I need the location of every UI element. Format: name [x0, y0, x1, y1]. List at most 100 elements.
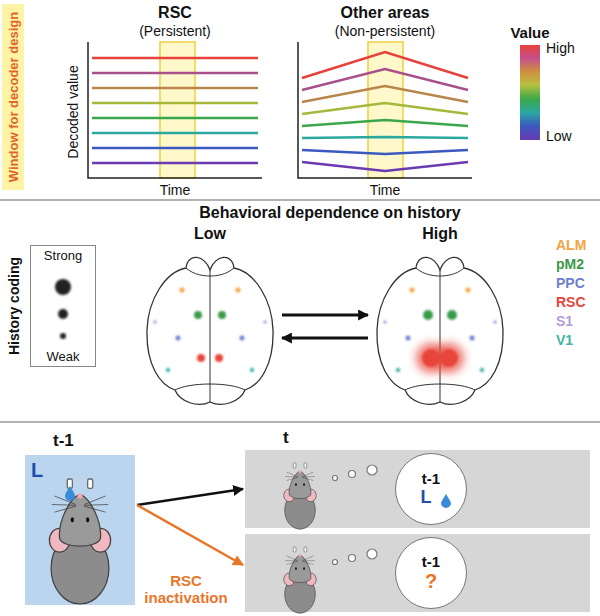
node-subtext: L	[421, 487, 432, 508]
area-dot	[440, 349, 458, 367]
thought-bubble: t-1?	[395, 537, 467, 609]
axis-label: Time	[160, 182, 191, 198]
thought-trail	[349, 555, 356, 562]
strength-dot	[60, 333, 66, 339]
water-droplet	[65, 486, 75, 501]
area-dot	[480, 368, 484, 372]
decoder-window	[368, 42, 403, 178]
node-subtext: ?	[425, 570, 437, 593]
legend-text: PPC	[556, 275, 585, 291]
colorbar-title: Value	[510, 24, 549, 41]
area-dot	[410, 288, 415, 293]
panel-separator	[0, 421, 600, 423]
decoded-trace	[92, 132, 258, 135]
area-dot	[493, 320, 497, 324]
area-dot	[236, 288, 241, 293]
legend-item: PPC	[556, 274, 586, 293]
decoded-trace	[92, 87, 258, 90]
strength-legend-box: StrongWeak	[30, 245, 96, 367]
area-dot	[396, 368, 400, 372]
panel-separator	[0, 200, 600, 422]
decoded-trace	[302, 162, 468, 171]
legend-text: RSC	[556, 294, 586, 310]
node-text: Window for decoder design	[6, 12, 21, 182]
axis-label: Time	[370, 182, 401, 198]
area-dot	[166, 368, 170, 372]
plot-axis	[298, 42, 472, 178]
thought-trail	[333, 560, 338, 565]
panel-separator	[0, 199, 600, 201]
node-subtext: Weak	[47, 349, 80, 364]
connector-arrow	[282, 314, 368, 317]
legend-color: pM2	[556, 256, 584, 272]
connector-arrow	[137, 505, 243, 565]
strength-dot	[55, 279, 71, 295]
area-dot	[176, 336, 181, 341]
plot-axis	[88, 42, 472, 178]
thought-trail	[333, 476, 338, 481]
decoded-trace	[302, 86, 468, 102]
area-dot	[194, 311, 202, 319]
legend-item: S1	[556, 312, 586, 331]
legend-text: pM2	[556, 256, 584, 272]
decoded-trace	[92, 102, 258, 105]
window-box: Window for decoder design	[2, 4, 24, 190]
strength-dot	[55, 279, 71, 339]
decoded-trace	[92, 162, 258, 165]
panel-title: RSC	[158, 4, 192, 22]
legend-color: PPC	[556, 275, 585, 291]
area-dot	[153, 288, 497, 374]
legend-item: RSC	[556, 293, 586, 312]
thought-trail	[349, 471, 356, 478]
node-text: t-1	[422, 470, 440, 487]
legend-color: V1	[556, 332, 573, 348]
connector-arrow	[282, 337, 368, 340]
panel-title: Other areas	[341, 4, 430, 22]
area-dot	[447, 310, 457, 320]
colorbar-tick: Low	[546, 128, 572, 144]
water-droplet	[441, 494, 451, 508]
legend-text: ALM	[556, 237, 586, 253]
area-dot	[240, 336, 245, 341]
strength-dot	[58, 309, 68, 319]
decoder-window	[160, 42, 403, 178]
node-text: Low	[194, 225, 226, 243]
panel-subtitle: (Persistent)	[139, 23, 211, 39]
thought-trail	[367, 549, 377, 559]
area-dot	[470, 336, 475, 341]
colorbar-tick: High	[546, 40, 575, 56]
legend-item: ALM	[556, 236, 586, 255]
plot-axis	[88, 42, 262, 178]
decoded-trace	[92, 72, 258, 75]
decoded-trace	[302, 103, 468, 114]
legend-item: pM2	[556, 255, 586, 274]
decoded-trace	[92, 117, 258, 120]
thought-trail	[333, 465, 378, 565]
brain-outline	[147, 257, 273, 404]
legend-color: S1	[556, 313, 573, 329]
node-text: t-1	[422, 553, 440, 570]
decoded-trace	[302, 120, 468, 126]
water-droplet	[440, 494, 452, 508]
mouse-icon	[284, 547, 316, 613]
decoded-trace	[92, 57, 258, 60]
legend-title: History coding	[6, 257, 22, 355]
area-legend: ALM pM2PPC RSC S1V1	[556, 236, 586, 350]
legend-text: V1	[556, 332, 573, 348]
area-dot	[434, 343, 465, 374]
area-dot	[180, 288, 185, 293]
area-dot	[466, 288, 471, 293]
decoded-trace	[302, 137, 468, 138]
area-dot	[423, 310, 433, 320]
decoded-trace	[92, 147, 258, 150]
node-text: t	[283, 428, 289, 448]
area-dot	[218, 311, 226, 319]
decoded-trace	[302, 150, 468, 154]
brain-map: Low	[140, 225, 280, 410]
mouse-icon	[284, 463, 316, 529]
value-colorbar	[520, 45, 540, 140]
trial-panel: t-1?	[245, 534, 590, 612]
area-dot	[153, 320, 157, 324]
node-text: Strong	[44, 248, 82, 263]
